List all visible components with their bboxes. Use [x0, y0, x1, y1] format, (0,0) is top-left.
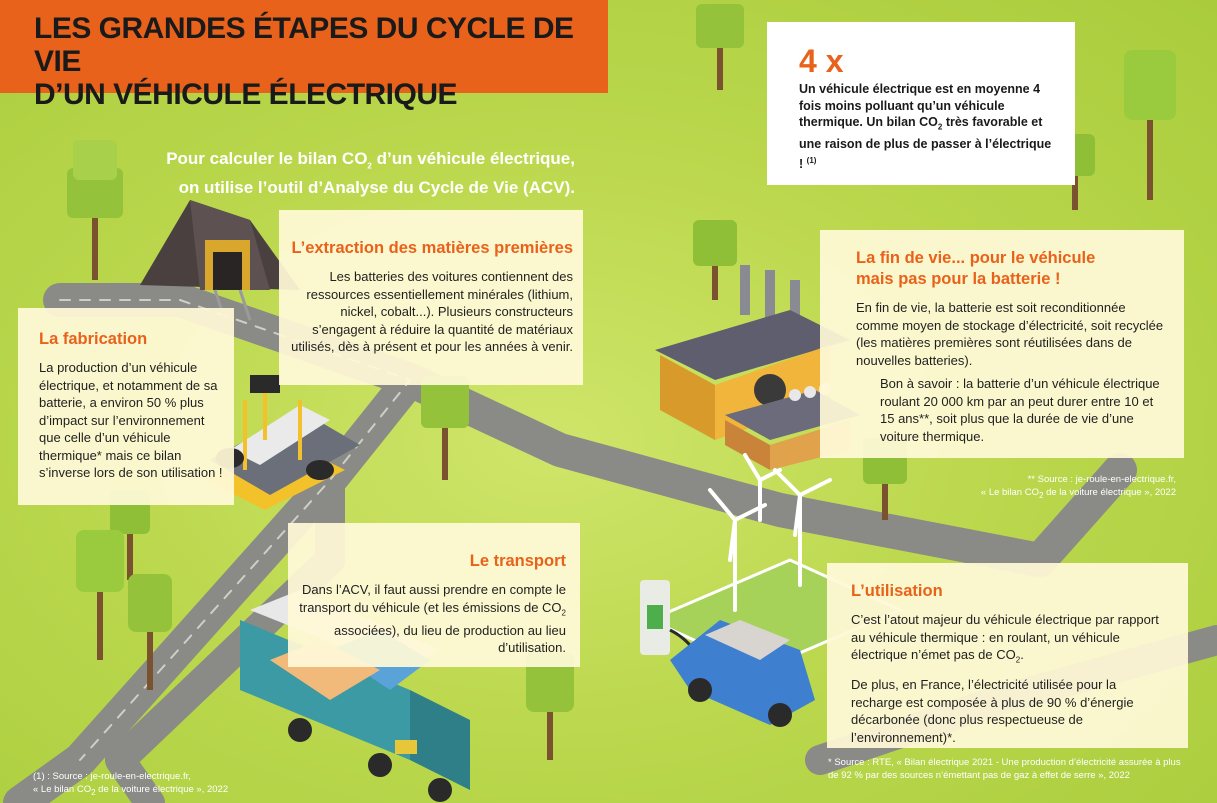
- tree-icon: [76, 530, 124, 660]
- end-of-life-title: La fin de vie... pour le véhicule mais p…: [856, 249, 1096, 288]
- transport-panel: Le transport Dans l’ACV, il faut aussi p…: [288, 523, 580, 667]
- assembly-line-icon: [205, 375, 360, 510]
- intro-text: Pour calculer le bilan CO2 d’un véhicule…: [120, 148, 575, 199]
- transport-title: Le transport: [469, 552, 566, 570]
- usage-body-1: C’est l’atout majeur du véhicule électri…: [851, 612, 1159, 665]
- end-of-life-body-2: Bon à savoir : la batterie d’un véhicule…: [880, 376, 1160, 444]
- callout-big-number: 4 x: [799, 43, 844, 79]
- callout-box: 4 x Un véhicule électrique est en moyenn…: [767, 22, 1075, 185]
- tree-icon: [421, 376, 469, 480]
- fabrication-body: La production d’un véhicule électrique, …: [39, 360, 223, 480]
- tree-icon: [693, 220, 737, 300]
- extraction-panel: L’extraction des matières premières Les …: [279, 210, 583, 385]
- charging-station-icon: [640, 580, 702, 661]
- intro-line-1: Pour calculer le bilan CO2 d’un véhicule…: [166, 149, 575, 171]
- fabrication-panel: La fabrication La production d’un véhicu…: [18, 308, 234, 505]
- mine-icon: [140, 200, 300, 321]
- title-line-2: D’UN VÉHICULE ÉLECTRIQUE: [34, 78, 458, 111]
- intro-line-2: on utilise l’outil d’Analyse du Cycle de…: [178, 178, 575, 198]
- end-of-life-panel: La fin de vie... pour le véhicule mais p…: [820, 230, 1184, 458]
- extraction-title: L’extraction des matières premières: [291, 239, 573, 257]
- end-of-life-body-1: En fin de vie, la batterie est soit reco…: [856, 300, 1164, 368]
- tree-icon: [696, 4, 744, 90]
- callout-text: Un véhicule électrique est en moyenne 4 …: [799, 82, 1052, 171]
- transport-body: Dans l’ACV, il faut aussi prendre en com…: [299, 582, 566, 656]
- tree-icon: [526, 652, 574, 760]
- source-battery-life: ** Source : je-roule-en-electrique.fr, «…: [980, 474, 1176, 500]
- tree-icon: [67, 140, 123, 280]
- usage-title: L’utilisation: [851, 582, 943, 600]
- usage-panel: L’utilisation C’est l’atout majeur du vé…: [827, 563, 1188, 748]
- usage-body-2: De plus, en France, l’électricité utilis…: [851, 677, 1134, 745]
- page-title: LES GRANDES ÉTAPES DU CYCLE DE VIE D’UN …: [34, 12, 594, 111]
- title-banner: [0, 0, 608, 93]
- fabrication-title: La fabrication: [39, 330, 148, 348]
- tree-icon: [1124, 50, 1176, 200]
- tree-icon: [128, 574, 172, 690]
- source-rte: * Source : RTE, « Bilan électrique 2021 …: [828, 757, 1181, 781]
- electric-car-icon: [670, 620, 815, 727]
- source-callout: (1) : Source : je-roule-en-electrique.fr…: [33, 771, 229, 797]
- extraction-body: Les batteries des voitures contiennent d…: [291, 269, 573, 354]
- title-line-1: LES GRANDES ÉTAPES DU CYCLE DE VIE: [34, 12, 574, 78]
